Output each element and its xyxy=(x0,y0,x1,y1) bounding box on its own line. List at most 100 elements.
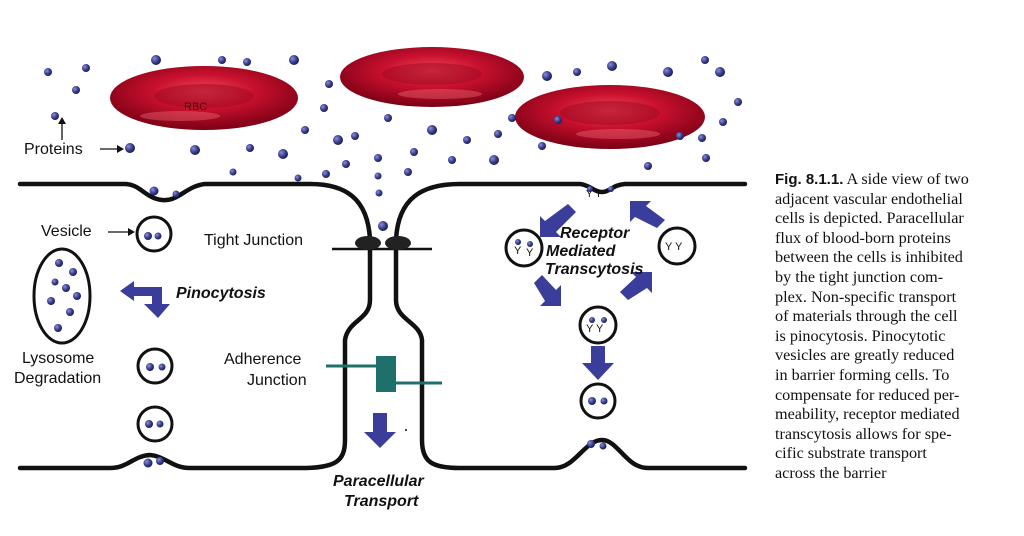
rbc-right xyxy=(515,85,705,149)
receptor-label-1: Receptor xyxy=(560,225,630,242)
arrow-right-icon xyxy=(128,228,135,236)
protein-particles xyxy=(44,55,742,182)
arrow-down-icon xyxy=(364,413,396,448)
protein-dot xyxy=(72,86,80,94)
receptor-glyph: Y xyxy=(514,245,522,257)
vesicle-label: Vesicle xyxy=(41,223,92,240)
endothelial-transport-diagram: RBC Proteins Tight Junction Adherence Ju… xyxy=(14,47,748,510)
protein-dot xyxy=(734,98,742,106)
receptor-pair-glyph: Y Y xyxy=(586,323,604,335)
arrow-up-left-icon xyxy=(630,201,665,228)
right-cell-membrane xyxy=(393,181,748,471)
protein-dot xyxy=(663,67,673,77)
protein-dot xyxy=(644,162,652,170)
paracellular-transport: Paracellular Transport xyxy=(333,413,425,510)
protein-dot xyxy=(190,145,200,155)
protein-dot xyxy=(463,136,471,144)
protein-dot xyxy=(82,64,90,72)
caption-line: meability, receptor mediated xyxy=(775,405,960,424)
receptor-surface-glyph: Y Y xyxy=(586,189,602,200)
protein-dot xyxy=(542,71,552,81)
tight-junction-label: Tight Junction xyxy=(204,232,303,249)
protein-dot xyxy=(301,126,309,134)
red-blood-cells: RBC xyxy=(110,47,705,149)
lysosome xyxy=(32,247,92,345)
caption-line: vesicles are greatly reduced xyxy=(775,346,955,365)
protein-dot xyxy=(715,67,725,77)
protein-dot xyxy=(374,172,382,180)
protein-dot xyxy=(218,56,226,64)
paracellular-label-1: Paracellular xyxy=(333,473,425,490)
vesicle-middle xyxy=(136,347,174,385)
receptor-glyph: Y xyxy=(526,247,534,259)
protein-dot xyxy=(229,168,237,176)
arrow-up-icon xyxy=(58,117,66,124)
protein-dot xyxy=(538,142,546,150)
arrow-up-right-icon xyxy=(620,272,652,300)
paracellular-label-2: Transport xyxy=(344,493,419,510)
lysosome-label-1: Lysosome xyxy=(22,350,94,367)
protein-dot xyxy=(410,148,418,156)
protein-dot xyxy=(342,160,350,168)
protein-dot xyxy=(151,55,161,65)
caption-line: transcytosis allows for spe- xyxy=(775,424,952,443)
protein-dot xyxy=(325,80,333,88)
protein-dot xyxy=(384,114,392,122)
receptor-pair-glyph: Y Y xyxy=(665,241,683,253)
caption-line: flux of blood-born proteins xyxy=(775,228,951,247)
protein-dot xyxy=(278,149,288,159)
pinocytosis-arrow-icon xyxy=(120,281,170,318)
protein-dot xyxy=(322,170,330,178)
adherence-junction: Adherence Junction xyxy=(224,351,442,392)
caption-line: cells is depicted. Paracellular xyxy=(775,209,964,228)
protein-dot xyxy=(554,116,562,124)
protein-dot xyxy=(494,130,502,138)
protein-dot xyxy=(698,134,706,142)
protein-dot xyxy=(702,154,710,162)
rbc-center xyxy=(340,47,524,107)
protein-dot xyxy=(573,68,581,76)
protein-dot xyxy=(374,154,382,162)
cell-membranes xyxy=(17,181,748,471)
protein-dot xyxy=(289,55,299,65)
receptor-vesicle-bottom: Y Y xyxy=(578,305,618,345)
protein-dot xyxy=(351,132,359,140)
adherence-junction-label-1: Adherence xyxy=(224,351,301,368)
proteins-label-group: Proteins xyxy=(24,117,124,158)
protein-dot xyxy=(294,174,302,182)
caption-line: A side view of two xyxy=(846,170,969,188)
caption-line: between the cells is inhibited xyxy=(775,248,963,267)
pinocytosis-pathway: Vesicle Lysosome Degradation Pinocytosis xyxy=(14,186,266,468)
caption-line: across the barrier xyxy=(775,463,887,482)
arrow-down-right-icon xyxy=(534,275,561,306)
caption-line: is pinocytosis. Pinocytotic xyxy=(775,326,946,345)
protein-dot xyxy=(607,61,617,71)
protein-dot xyxy=(448,156,456,164)
caption-line: adjacent vascular endothelial xyxy=(775,189,963,208)
protein-dot xyxy=(51,112,59,120)
protein-dot xyxy=(246,144,254,152)
vesicle-bottom xyxy=(136,405,174,443)
receptor-label-3: Transcytosis xyxy=(545,261,644,278)
exocytosis-vesicle xyxy=(579,382,617,420)
receptor-label-2: Mediated xyxy=(546,243,617,260)
pinocytosis-label: Pinocytosis xyxy=(176,285,266,302)
protein-dot xyxy=(333,135,343,145)
caption-line: cific substrate transport xyxy=(775,444,927,463)
adherence-junction-label-2: Junction xyxy=(247,372,307,389)
protein-dot xyxy=(489,155,499,165)
caption-line: compensate for reduced per- xyxy=(775,385,960,404)
caption-line: of materials through the cell xyxy=(775,307,958,326)
receptor-vesicle-right: Y Y xyxy=(657,226,697,266)
protein-dot xyxy=(243,58,251,66)
protein-dot xyxy=(701,56,709,64)
protein-dot xyxy=(125,143,135,153)
arrow-down-left-icon xyxy=(540,204,576,237)
receptor-vesicle-left: Y Y xyxy=(504,228,544,268)
protein-dot xyxy=(44,68,52,76)
rbc-label: RBC xyxy=(184,101,207,113)
left-cell-membrane xyxy=(17,181,373,471)
protein-dot xyxy=(404,168,412,176)
